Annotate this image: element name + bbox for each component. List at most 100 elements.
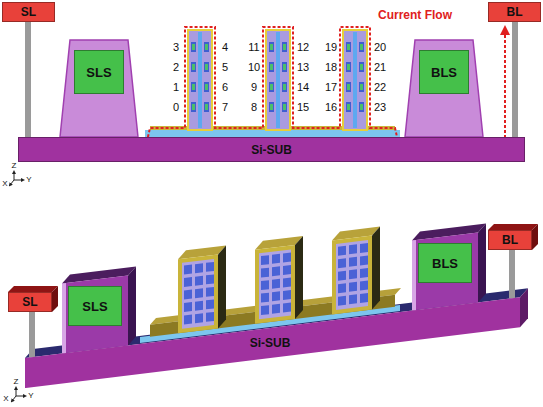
- memory-cell: [195, 301, 203, 311]
- vertical-pillar: [332, 235, 372, 314]
- callout-number: 8: [251, 102, 257, 113]
- node-label: SL: [22, 296, 37, 308]
- memory-cell: [360, 293, 368, 303]
- memory-cell: [359, 42, 364, 52]
- memory-cell: [261, 268, 269, 278]
- vertical-pillar: [188, 30, 212, 130]
- memory-cell: [272, 304, 280, 314]
- axis-label: X: [3, 395, 8, 403]
- vertical-pillar: [266, 30, 290, 130]
- memory-cell: [338, 296, 346, 306]
- axis-y: [16, 396, 25, 397]
- cell-gate: [347, 104, 350, 110]
- cell-gate: [360, 104, 363, 110]
- memory-cell: [360, 280, 368, 290]
- cell-gate: [192, 104, 195, 110]
- pillar-channel: [198, 32, 202, 128]
- memory-cell: [346, 42, 351, 52]
- callout-number: 7: [222, 102, 228, 113]
- contact-side-face: [52, 286, 58, 312]
- flow-caption: Current Flow: [378, 9, 452, 21]
- node-label: BL: [502, 234, 518, 246]
- memory-cell: [346, 102, 351, 112]
- cell-gate: [283, 64, 286, 70]
- memory-cell: [206, 287, 214, 297]
- callout-number: 10: [248, 62, 260, 73]
- callout-number: 21: [374, 62, 386, 73]
- callout-number: 17: [325, 82, 337, 93]
- memory-cell: [349, 257, 357, 267]
- memory-cell: [272, 254, 280, 264]
- memory-cell: [191, 42, 196, 52]
- memory-cell: [184, 315, 192, 325]
- bls-block-side: [478, 223, 486, 302]
- cell-gate: [283, 44, 286, 50]
- node-label: BL: [507, 6, 523, 18]
- memory-cell: [282, 42, 287, 52]
- iso-group: [25, 208, 528, 388]
- memory-cell: [283, 302, 291, 312]
- memory-cell: [269, 62, 274, 72]
- memory-cell: [191, 102, 196, 112]
- callout-number: 6: [222, 82, 228, 93]
- callout-number: 3: [173, 42, 179, 53]
- pillar-core: [336, 240, 368, 310]
- memory-cell: [204, 102, 209, 112]
- pillar-channel: [276, 32, 280, 128]
- memory-cell: [338, 258, 346, 268]
- cell-gate: [270, 104, 273, 110]
- callout-number: 5: [222, 62, 228, 73]
- cell-gate: [205, 84, 208, 90]
- conductive-plug: [509, 250, 515, 298]
- callout-number: 4: [222, 42, 228, 53]
- memory-cell: [338, 283, 346, 293]
- memory-cell: [282, 102, 287, 112]
- vertical-pillar: [178, 254, 218, 333]
- memory-cell: [261, 255, 269, 265]
- cell-gate: [270, 64, 273, 70]
- node-label: SLS: [86, 66, 111, 79]
- node-label: SL: [21, 6, 36, 18]
- memory-cell: [349, 282, 357, 292]
- cell-gate: [347, 84, 350, 90]
- cell-gate: [360, 84, 363, 90]
- axis-label: X: [2, 180, 7, 188]
- memory-cell: [184, 290, 192, 300]
- memory-cell: [272, 279, 280, 289]
- sls-gate-spacer: [60, 40, 138, 137]
- memory-cell: [349, 269, 357, 279]
- cell-gate: [283, 84, 286, 90]
- memory-cell: [359, 102, 364, 112]
- callout-number: 2: [173, 62, 179, 73]
- bls-gate-spacer: [405, 40, 483, 137]
- memory-cell: [346, 62, 351, 72]
- cell-gate: [205, 44, 208, 50]
- node-label: BLS: [431, 66, 457, 79]
- bls-block-front: [412, 232, 478, 310]
- memory-cell: [191, 82, 196, 92]
- callout-number: 9: [251, 82, 257, 93]
- memory-cell: [346, 82, 351, 92]
- memory-cell: [360, 255, 368, 265]
- memory-cell: [283, 277, 291, 287]
- callout-number: 23: [374, 102, 386, 113]
- axis-y: [14, 180, 23, 181]
- pillar-side-face: [295, 236, 303, 319]
- pillar-core: [259, 249, 291, 319]
- cell-gate: [360, 64, 363, 70]
- cell-gate: [192, 84, 195, 90]
- vertical-pillar: [343, 30, 367, 130]
- memory-cell: [206, 312, 214, 322]
- callout-number: 11: [248, 42, 259, 53]
- line-contact: SL: [8, 292, 52, 312]
- cell-gate: [192, 64, 195, 70]
- cell-gate: [360, 44, 363, 50]
- select-gate: BLS: [418, 243, 472, 283]
- callout-number: 15: [297, 102, 309, 113]
- memory-cell: [283, 290, 291, 300]
- memory-cell: [282, 62, 287, 72]
- memory-cell: [184, 277, 192, 287]
- select-gate: SLS: [74, 50, 124, 94]
- pillar-core: [182, 259, 214, 329]
- memory-cell: [283, 265, 291, 275]
